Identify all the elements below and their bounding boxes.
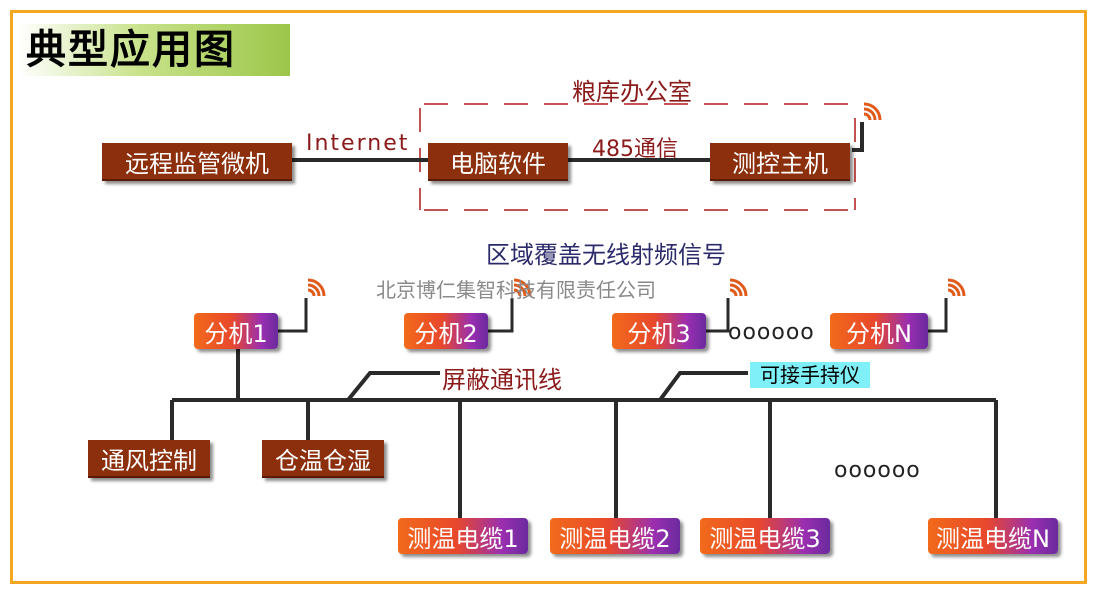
wifi-icon [513,278,532,297]
outer-frame [10,10,1087,584]
remote-monitor-node: 远程监管微机 [102,143,292,181]
sub-unit-3: 分机3 [612,313,706,349]
sub-unit-n: 分机N [830,313,928,349]
temp-cable-1: 测温电缆1 [398,518,528,554]
wifi-icon [729,278,748,297]
rs485-label: 485通信 [592,137,678,162]
watermark-text: 北京博仁集智科技有限责任公司 [376,278,656,302]
pc-software-node: 电脑软件 [428,143,568,181]
internet-label: Internet [306,131,410,156]
temp-cable-2: 测温电缆2 [550,518,680,554]
handheld-label: 可接手持仪 [750,362,870,388]
wifi-icons [307,102,966,297]
page-title: 典型应用图 [18,24,290,76]
office-label: 粮库办公室 [572,78,692,106]
wifi-icon [947,278,966,297]
temp-humidity-node: 仓温仓湿 [262,440,384,478]
ventilation-control-node: 通风控制 [88,440,210,478]
host-node: 测控主机 [710,143,850,181]
cable-ellipsis: oooooo [834,458,921,483]
temp-cable-3: 测温电缆3 [700,518,830,554]
temp-cable-n: 测温电缆N [928,518,1058,554]
coverage-label: 区域覆盖无线射频信号 [486,241,726,269]
sub-unit-ellipsis: oooooo [728,320,815,345]
wifi-icon [307,278,326,297]
wifi-icon [863,102,882,121]
sub-unit-1: 分机1 [194,313,278,349]
sub-unit-2: 分机2 [404,313,488,349]
shielded-cable-label: 屏蔽通讯线 [442,366,562,394]
